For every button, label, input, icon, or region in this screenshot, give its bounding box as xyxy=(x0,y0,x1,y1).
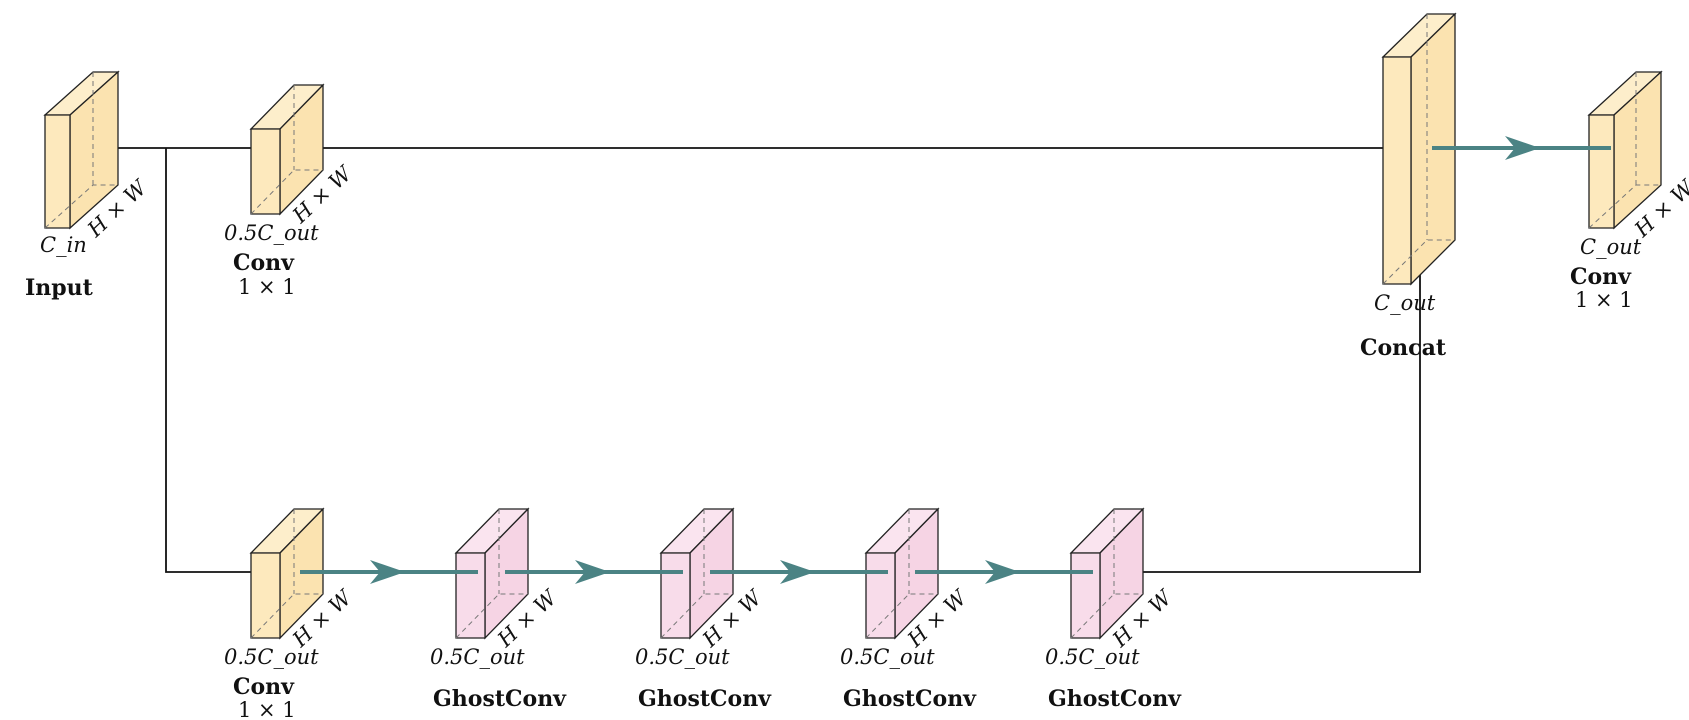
conv1-block xyxy=(249,83,325,216)
ghost4-channel-label: 0.5C_out xyxy=(1045,645,1140,669)
teal-arrow-conv2-to-ghost1 xyxy=(300,560,478,584)
conv2-name-label: Conv xyxy=(233,674,295,700)
conv2-kernel-label: 1 × 1 xyxy=(238,698,296,720)
arrow-input-to-conv2 xyxy=(165,148,273,577)
ghost1-name-label: GhostConv xyxy=(433,686,567,712)
conv2-block xyxy=(249,507,325,640)
concat-channel-label: C_out xyxy=(1374,291,1436,315)
input-channel-label: C_in xyxy=(40,233,87,257)
arrow-ghost4-to-concat xyxy=(1122,259,1425,573)
teal-arrow-ghost1-to-ghost2 xyxy=(505,560,683,584)
ghost2-channel-label: 0.5C_out xyxy=(635,645,730,669)
teal-arrow-ghost2-to-ghost3 xyxy=(710,560,888,584)
ghost4-name-label: GhostConv xyxy=(1048,686,1182,712)
ghost3-channel-label: 0.5C_out xyxy=(840,645,935,669)
ghost1-channel-label: 0.5C_out xyxy=(430,645,525,669)
teal-arrow-ghost3-to-ghost4 xyxy=(915,560,1093,584)
conv2-channel-label: 0.5C_out xyxy=(224,645,319,669)
ghost4-block xyxy=(1069,507,1145,640)
conv1-kernel-label: 1 × 1 xyxy=(238,275,296,299)
conv3-channel-label: C_out xyxy=(1580,235,1642,259)
input-block xyxy=(43,70,120,230)
conv1-channel-label: 0.5C_out xyxy=(224,221,319,245)
input-name-label: Input xyxy=(25,275,94,301)
ghost3-name-label: GhostConv xyxy=(843,686,977,712)
conv3-name-label: Conv xyxy=(1570,264,1632,290)
teal-arrow-concat-to-conv3 xyxy=(1432,136,1611,160)
concat-name-label: Concat xyxy=(1360,335,1447,361)
conv1-name-label: Conv xyxy=(233,250,295,276)
ghost2-name-label: GhostConv xyxy=(638,686,772,712)
conv3-block xyxy=(1587,70,1663,230)
conv3-kernel-label: 1 × 1 xyxy=(1575,288,1633,312)
